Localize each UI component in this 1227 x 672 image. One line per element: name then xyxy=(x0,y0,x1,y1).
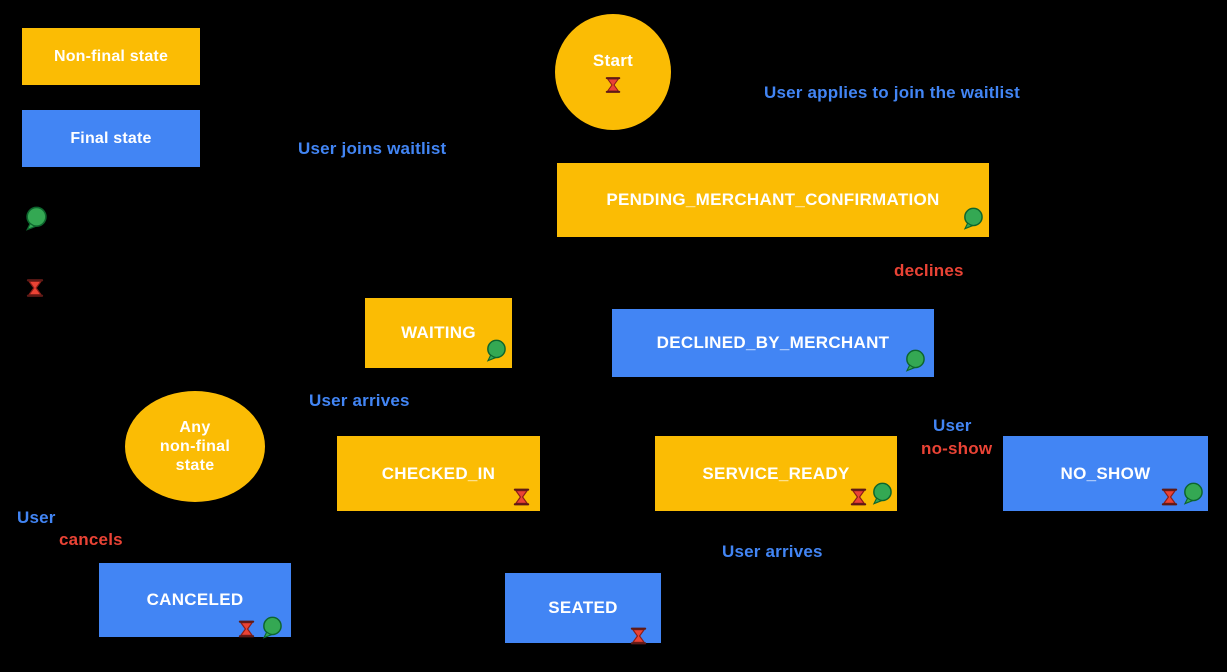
node-label: SEATED xyxy=(548,598,618,617)
node-label: SERVICE_READY xyxy=(702,463,850,483)
node-label: CHECKED_IN xyxy=(381,463,496,483)
node-seated: SEATED xyxy=(505,573,661,646)
annotation-user-cancels-line1: User xyxy=(17,508,56,527)
node-label: DECLINED_BY_MERCHANT xyxy=(656,333,890,352)
legend-label: Non-final state xyxy=(53,47,169,65)
node-label: PENDING_MERCHANT_CONFIRMATION xyxy=(606,190,940,209)
node-start: Start xyxy=(555,14,671,130)
node-service-ready: SERVICE_READY xyxy=(655,436,897,511)
hourglass-icon xyxy=(630,626,647,646)
annotation-user-no-show-line2: no-show xyxy=(921,439,993,458)
annotation-user-no-show-line1: User xyxy=(933,416,972,435)
chat-bubble-icon xyxy=(24,206,48,231)
node-label: WAITING xyxy=(401,323,476,342)
hourglass-icon xyxy=(26,278,44,298)
legend-final-state: Final state xyxy=(22,110,200,167)
node-label: Any non-final state xyxy=(159,418,231,475)
hourglass-icon xyxy=(513,487,530,507)
chat-bubble-icon xyxy=(871,482,893,505)
hourglass-icon xyxy=(1161,487,1178,507)
chat-bubble-icon xyxy=(1182,482,1204,505)
node-any-non-final-state: Any non-final state xyxy=(125,391,265,502)
node-label: CANCELED xyxy=(146,590,244,609)
annotation-user-cancels-line2: cancels xyxy=(59,530,123,549)
annotation-user-applies: User applies to join the waitlist xyxy=(764,83,1020,102)
node-pending-merchant-confirmation: PENDING_MERCHANT_CONFIRMATION xyxy=(557,163,989,237)
chat-bubble-icon xyxy=(962,207,984,230)
node-label: NO_SHOW xyxy=(1060,463,1151,483)
node-no-show: NO_SHOW xyxy=(1003,436,1208,511)
annotation-user-arrives-checked-in: User arrives xyxy=(309,391,410,410)
legend-non-final-state: Non-final state xyxy=(22,28,200,85)
chat-bubble-icon xyxy=(904,349,926,372)
node-declined-by-merchant: DECLINED_BY_MERCHANT xyxy=(612,309,934,377)
annotation-user-joins-waitlist: User joins waitlist xyxy=(298,139,447,158)
hourglass-icon xyxy=(238,619,255,639)
node-label: Start xyxy=(592,50,634,70)
hourglass-icon xyxy=(605,76,621,94)
annotation-user-arrives-seated: User arrives xyxy=(722,542,823,561)
node-canceled: CANCELED xyxy=(99,563,291,639)
node-waiting: WAITING xyxy=(365,298,512,368)
chat-bubble-icon xyxy=(261,616,283,639)
annotation-declines: declines xyxy=(894,261,964,280)
legend-label: Final state xyxy=(70,129,152,147)
node-checked-in: CHECKED_IN xyxy=(337,436,540,511)
chat-bubble-icon xyxy=(485,339,507,362)
hourglass-icon xyxy=(850,487,867,507)
